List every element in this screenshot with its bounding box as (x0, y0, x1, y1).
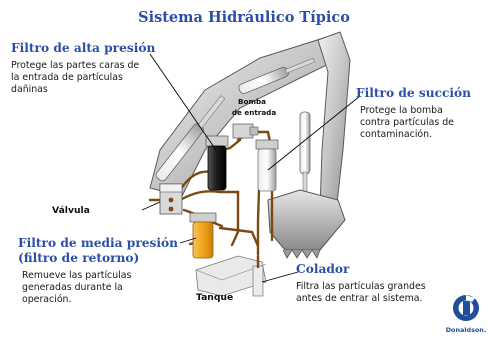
high-pressure-filter (205, 135, 229, 191)
callout-high-pressure: Filtro de alta presión Protege las parte… (11, 41, 155, 95)
bucket-cylinder (299, 111, 311, 195)
callout-text-line: generadas durante la (22, 282, 123, 293)
callout-text-line: Remueve las partículas (22, 270, 131, 281)
valve-label: Válvula (52, 205, 90, 216)
callout-heading: Filtro de alta presión (11, 41, 155, 55)
diagram-title: Sistema Hidráulico Típico (138, 9, 350, 26)
callout-text-line: Filtra las partículas grandes (296, 281, 426, 292)
stick-cylinder (238, 57, 315, 94)
return-filter (189, 212, 217, 259)
callout-text-line: contra partículas de (360, 117, 454, 128)
callout-strainer: Colador Filtra las partículas grandes an… (296, 262, 426, 304)
callout-text-line: Protege las partes caras de (11, 60, 139, 71)
strainer (252, 256, 264, 297)
bucket-teeth (282, 249, 321, 259)
excavator-arm (149, 31, 351, 259)
tank (195, 255, 267, 297)
callout-text-line: Protege la bomba (360, 105, 443, 116)
logo-wordmark: Donaldson. (446, 326, 487, 334)
callout-suction: Filtro de succión Protege la bomba contr… (356, 86, 471, 140)
callout-heading: Colador (296, 262, 350, 276)
pump (232, 123, 259, 139)
callout-heading: (filtro de retorno) (18, 251, 139, 265)
callout-text-line: contaminación. (360, 129, 432, 140)
callout-text-line: antes de entrar al sistema. (296, 293, 423, 304)
valve-block (159, 183, 183, 215)
callout-return: Filtro de media presión (filtro de retor… (18, 236, 178, 305)
callout-text-line: la entrada de partículas (11, 72, 123, 83)
pump-label: de entrada (232, 108, 276, 117)
tank-label: Tanque (196, 292, 233, 303)
leader-lines (141, 53, 361, 283)
callout-text-line: operación. (22, 294, 71, 305)
donaldson-logo: Donaldson. (446, 295, 487, 334)
boom-cylinder (155, 95, 226, 182)
callout-text-line: dañinas (11, 84, 48, 95)
pump-label: Bomba (238, 97, 266, 106)
callout-heading: Filtro de media presión (18, 236, 178, 250)
callout-heading: Filtro de succión (356, 86, 471, 100)
bucket (267, 189, 346, 251)
suction-filter (255, 139, 279, 192)
